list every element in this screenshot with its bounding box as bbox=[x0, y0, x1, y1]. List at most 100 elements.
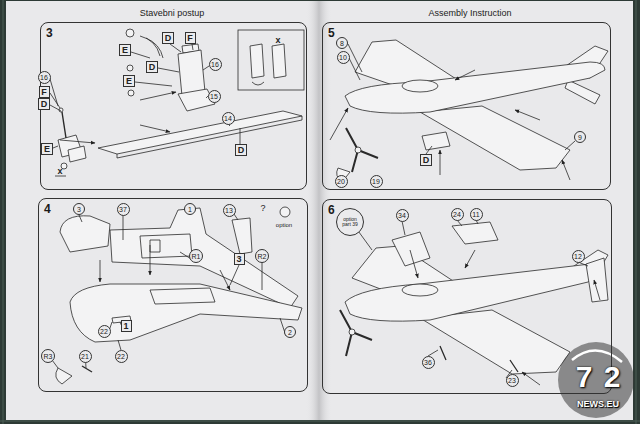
callout-text: 9 bbox=[578, 134, 582, 141]
step6-drawing-part-part bbox=[578, 262, 588, 266]
step-panel: 6option part 39342411123623 bbox=[322, 199, 612, 394]
part-letter-box: D bbox=[38, 98, 50, 110]
part-letter-box: D bbox=[235, 144, 247, 156]
step4-drawing-part bbox=[52, 209, 286, 368]
callout-text: 11 bbox=[472, 211, 479, 218]
callout-text: 19 bbox=[372, 178, 380, 185]
callout-number: R3 bbox=[41, 349, 55, 363]
step5-drawing-part bbox=[422, 132, 450, 150]
callout-number: 14 bbox=[222, 112, 235, 125]
callout-text: 22 bbox=[117, 353, 125, 360]
callout-number: R2 bbox=[255, 249, 269, 263]
watermark-text: 2 bbox=[604, 362, 621, 392]
callout-text: 21 bbox=[81, 353, 89, 360]
step3-drawing-part bbox=[272, 44, 286, 78]
step-panel: 4337113R13R2122222R321 bbox=[38, 198, 308, 392]
step4-drawing bbox=[52, 207, 302, 384]
callout-number: 16 bbox=[209, 58, 222, 71]
step3-drawing-part-part bbox=[53, 146, 58, 148]
callout-number: R1 bbox=[189, 249, 203, 263]
step3-drawing-part-part bbox=[50, 105, 61, 111]
step6-drawing-part bbox=[392, 232, 430, 266]
part-letter-box: E bbox=[41, 143, 53, 155]
part-letter: E bbox=[44, 145, 50, 154]
step5-drawing-part-part bbox=[440, 150, 441, 175]
step3-drawing-part-part bbox=[50, 79, 58, 106]
callout-text: 34 bbox=[398, 212, 406, 219]
step3-drawing-part bbox=[127, 65, 133, 71]
step3-drawing-part bbox=[98, 111, 302, 154]
part-letter-box: 3 bbox=[234, 253, 245, 265]
callout-text: R3 bbox=[44, 353, 53, 360]
step4-drawing-part-part bbox=[118, 340, 121, 350]
part-letter-box: 1 bbox=[121, 320, 132, 332]
step4-drawing-part bbox=[82, 366, 92, 372]
step4-drawing-part-part bbox=[79, 215, 82, 222]
step4-drawing-part-part bbox=[230, 265, 239, 285]
step6-drawing-part bbox=[586, 258, 608, 302]
part-letter-box: F bbox=[185, 32, 196, 44]
step5-drawing-part-part bbox=[515, 110, 540, 120]
step3-drawing-part-part bbox=[240, 128, 241, 144]
step6-drawing-part-part bbox=[465, 250, 475, 268]
step3-drawing-part bbox=[146, 38, 163, 58]
step5-drawing-part bbox=[345, 62, 605, 113]
part-letter: E bbox=[122, 46, 128, 55]
watermark-logo bbox=[558, 342, 634, 418]
callout-number: 8 bbox=[336, 37, 348, 49]
step6-drawing-part-part bbox=[410, 250, 418, 278]
step5-drawing-part bbox=[346, 128, 378, 172]
callout-number: option part 39 bbox=[336, 208, 364, 236]
callout-number: 22 bbox=[98, 325, 111, 338]
step5-drawing-part-part bbox=[348, 44, 362, 72]
callout-number: 3 bbox=[73, 203, 85, 215]
step-panel: 3DFE16DE1516FD14DE bbox=[40, 22, 307, 190]
note-label: x bbox=[57, 167, 62, 176]
step3-drawing-part-part bbox=[192, 44, 193, 50]
callout-text: 16 bbox=[211, 61, 219, 68]
part-letter: D bbox=[149, 63, 156, 72]
part-letter-box: D bbox=[162, 32, 174, 44]
callout-number: 2 bbox=[284, 326, 296, 338]
callout-number: 1 bbox=[184, 203, 196, 215]
callout-text: 2 bbox=[288, 329, 292, 336]
step5-drawing-part bbox=[565, 80, 600, 104]
part-letter: F bbox=[41, 88, 47, 97]
step4-drawing-part bbox=[280, 207, 290, 217]
callout-text: 1 bbox=[188, 206, 192, 213]
step4-drawing-part-part bbox=[220, 270, 230, 290]
step5-drawing-part bbox=[420, 106, 570, 170]
step3-drawing-part-part bbox=[170, 44, 181, 52]
step-number: 6 bbox=[328, 203, 335, 217]
step5-drawing-part-part bbox=[455, 70, 475, 80]
step4-drawing-part bbox=[232, 218, 252, 254]
step6-drawing-part bbox=[349, 329, 355, 335]
callout-text: option part 39 bbox=[339, 217, 361, 228]
paper-sheet-part bbox=[6, 1, 633, 420]
callout-number: 21 bbox=[79, 350, 92, 363]
callout-number: 34 bbox=[396, 209, 409, 222]
part-letter: 1 bbox=[123, 322, 128, 331]
callout-number: 20 bbox=[335, 175, 348, 188]
watermark-logo-part bbox=[572, 350, 622, 362]
part-letter: D bbox=[423, 156, 430, 165]
callout-number: 37 bbox=[117, 203, 130, 216]
step3-drawing-part bbox=[126, 29, 134, 37]
step4-drawing-part bbox=[150, 240, 160, 252]
part-letter-box: E bbox=[119, 44, 131, 56]
part-letter: 3 bbox=[236, 255, 241, 264]
step-number: 4 bbox=[44, 202, 51, 216]
step4-drawing-part-part bbox=[52, 360, 58, 368]
step6-drawing-part-part bbox=[522, 372, 540, 385]
note-label: ? bbox=[260, 204, 265, 213]
step6-drawing-part-part bbox=[594, 280, 600, 300]
step4-drawing-part bbox=[56, 368, 72, 384]
step6-drawing-part bbox=[402, 284, 438, 296]
step4-drawing-part-part bbox=[123, 215, 124, 240]
step5-drawing-part-part bbox=[330, 108, 348, 140]
step4-drawing-part-part bbox=[262, 262, 263, 290]
step3-drawing-part-part bbox=[60, 140, 95, 143]
